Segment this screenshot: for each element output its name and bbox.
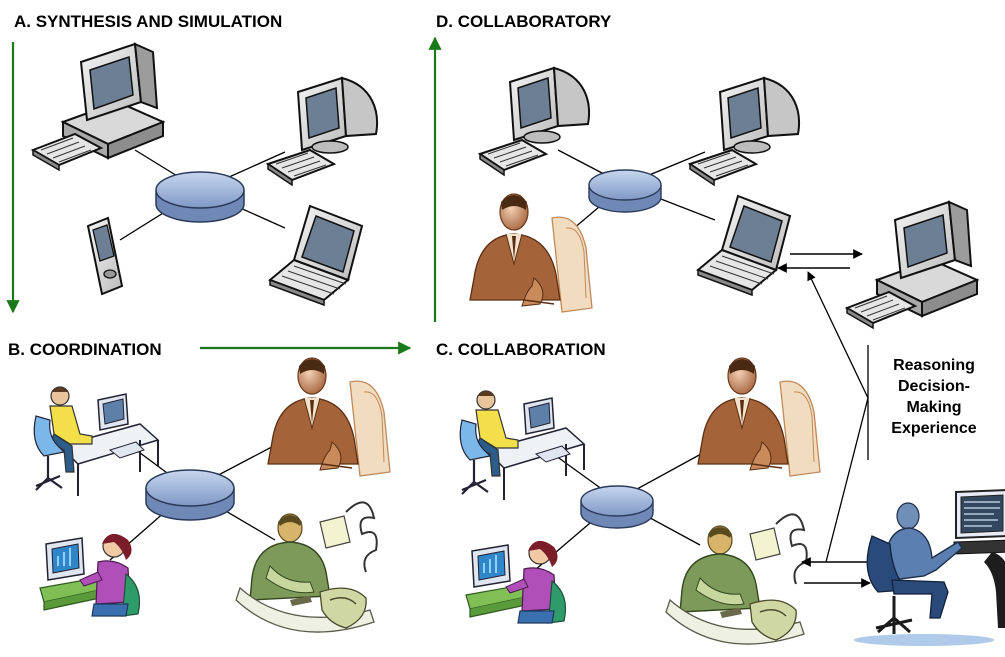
arrow-bracket-to-engineer xyxy=(825,397,869,563)
section-c-network xyxy=(459,357,821,646)
woman-at-computer-icon xyxy=(39,532,141,617)
side-label-line: Experience xyxy=(891,420,977,437)
expert-workstation-icon xyxy=(852,488,1005,648)
section-title-b: B. COORDINATION xyxy=(8,340,162,359)
engineer-icon xyxy=(665,513,808,646)
pda-icon xyxy=(87,217,123,295)
side-label-line: Reasoning xyxy=(893,357,975,374)
laptop-icon xyxy=(697,195,791,296)
section-title-c: C. COLLABORATION xyxy=(436,340,606,359)
network-hub-icon xyxy=(145,469,235,521)
person-at-desk-icon xyxy=(459,389,586,502)
monitor-icon xyxy=(689,77,801,186)
businessman-icon xyxy=(697,357,821,477)
monitor-icon xyxy=(267,77,379,186)
section-title-d: D. COLLABORATORY xyxy=(436,12,612,31)
woman-at-computer-icon xyxy=(465,539,567,624)
desktop-computer-icon xyxy=(32,43,164,171)
businessman-icon xyxy=(469,193,593,313)
desktop-computer-icon xyxy=(846,201,978,329)
section-title-a: A. SYNTHESIS AND SIMULATION xyxy=(14,12,283,31)
laptop-icon xyxy=(269,205,363,306)
network-hub-icon xyxy=(155,171,245,223)
businessman-icon xyxy=(267,357,391,477)
engineer-icon xyxy=(235,501,378,634)
section-b-network xyxy=(33,357,391,634)
network-hub-icon xyxy=(580,485,654,529)
arrow-bracket-to-laptop xyxy=(807,271,869,399)
section-a-network xyxy=(32,43,379,306)
side-label-line: Making xyxy=(906,399,962,416)
section-d-network xyxy=(469,67,978,329)
reasoning-decision-making-experience-label: Reasoning Decision- Making Experience xyxy=(864,355,1004,439)
network-hub-icon xyxy=(588,169,662,213)
monitor-icon xyxy=(479,67,591,176)
person-at-desk-icon xyxy=(33,385,160,498)
side-label-line: Decision- xyxy=(897,378,970,395)
